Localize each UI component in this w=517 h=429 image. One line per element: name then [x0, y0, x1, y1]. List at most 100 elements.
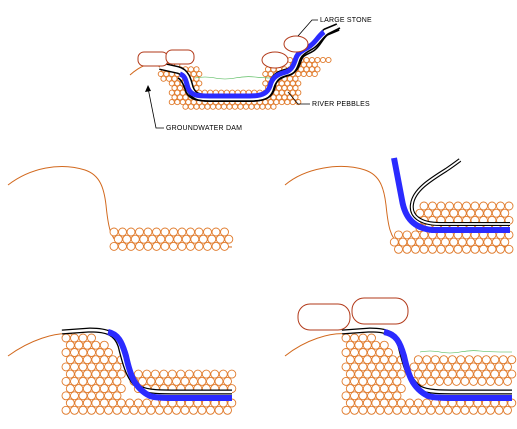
pebble — [204, 103, 211, 110]
pebble — [169, 227, 178, 237]
step4-liner-blue — [383, 329, 512, 401]
pebble — [237, 103, 244, 110]
pebble — [203, 227, 212, 237]
pebble — [486, 405, 495, 415]
step2-underlay-white — [410, 159, 510, 225]
pebble — [82, 340, 92, 350]
pebble — [82, 384, 92, 394]
pebble — [99, 398, 109, 408]
pebble — [104, 405, 113, 415]
pebble — [172, 376, 181, 386]
pebble — [396, 384, 406, 394]
pebble — [211, 227, 221, 237]
pebble — [494, 405, 504, 415]
pebble — [486, 376, 495, 386]
pebble — [214, 405, 224, 415]
pebble — [494, 362, 504, 372]
pebble — [411, 230, 420, 240]
pebble — [108, 398, 118, 408]
pebble — [491, 237, 501, 247]
pebble — [78, 405, 88, 415]
pebble — [409, 362, 419, 372]
groundwater-dam-label: GROUNDWATER DAM — [166, 125, 242, 132]
pebble — [375, 376, 385, 386]
pebble — [143, 227, 153, 237]
pebble — [466, 237, 476, 247]
pebble — [196, 70, 203, 78]
pebble — [104, 362, 113, 372]
pebble — [367, 405, 376, 415]
pebble — [435, 376, 444, 386]
pebble — [70, 376, 79, 386]
pebble — [108, 355, 118, 365]
pebble — [350, 362, 359, 372]
pebble — [87, 391, 96, 401]
pebble — [112, 362, 122, 372]
pebble — [160, 75, 167, 82]
pebble — [78, 376, 88, 386]
pebble — [443, 376, 453, 386]
pebble — [95, 348, 105, 357]
pebble — [384, 376, 393, 386]
pebble — [443, 362, 453, 372]
pebble — [278, 99, 285, 106]
pebble — [224, 234, 234, 244]
pebble — [87, 376, 96, 386]
pebble — [341, 348, 351, 357]
pebble — [159, 369, 169, 379]
step-place-stones — [284, 297, 517, 415]
pebble — [371, 398, 381, 408]
pebble — [362, 340, 372, 350]
pebble — [104, 391, 113, 401]
pebble — [248, 103, 255, 110]
pebble — [494, 376, 504, 386]
pebble — [406, 237, 416, 247]
pebble — [122, 234, 132, 244]
pebble — [354, 398, 364, 408]
pebble — [432, 208, 442, 218]
pebble — [418, 405, 427, 415]
pebble — [74, 369, 84, 379]
step2-soil-line — [284, 165, 511, 248]
pebble — [375, 391, 385, 401]
pebble — [112, 391, 122, 401]
pebble — [295, 80, 302, 87]
pebble — [375, 362, 385, 372]
pebble — [491, 208, 501, 218]
pebble — [112, 405, 122, 415]
pebble — [470, 201, 480, 211]
pebble — [379, 340, 389, 350]
pebble — [176, 369, 186, 379]
pebble — [456, 355, 466, 365]
pebble — [104, 348, 113, 357]
pebble — [423, 208, 433, 218]
pebble — [479, 244, 488, 254]
pebble — [402, 230, 412, 240]
pebble — [118, 241, 127, 251]
pebble — [203, 241, 212, 251]
pebble — [155, 376, 164, 386]
pebble — [477, 362, 487, 372]
step-excavate — [7, 165, 234, 251]
pebble — [388, 369, 398, 379]
pebble — [197, 376, 207, 386]
pebble — [430, 355, 440, 365]
step4-pebble-bed — [341, 333, 517, 415]
pebble — [190, 234, 200, 244]
pebble — [362, 384, 372, 394]
pebble — [220, 241, 229, 251]
pebble — [496, 201, 505, 211]
pebble — [500, 237, 510, 247]
pebble — [292, 84, 299, 92]
pebble — [341, 405, 351, 415]
pebble — [503, 362, 512, 372]
pebble — [371, 340, 381, 350]
pebble — [362, 369, 372, 379]
pebble — [108, 369, 118, 379]
pebble — [367, 362, 376, 372]
pebble — [388, 398, 398, 408]
pebble — [449, 208, 459, 218]
pebble — [504, 201, 514, 211]
pebble — [146, 405, 156, 415]
pebble — [168, 99, 175, 106]
